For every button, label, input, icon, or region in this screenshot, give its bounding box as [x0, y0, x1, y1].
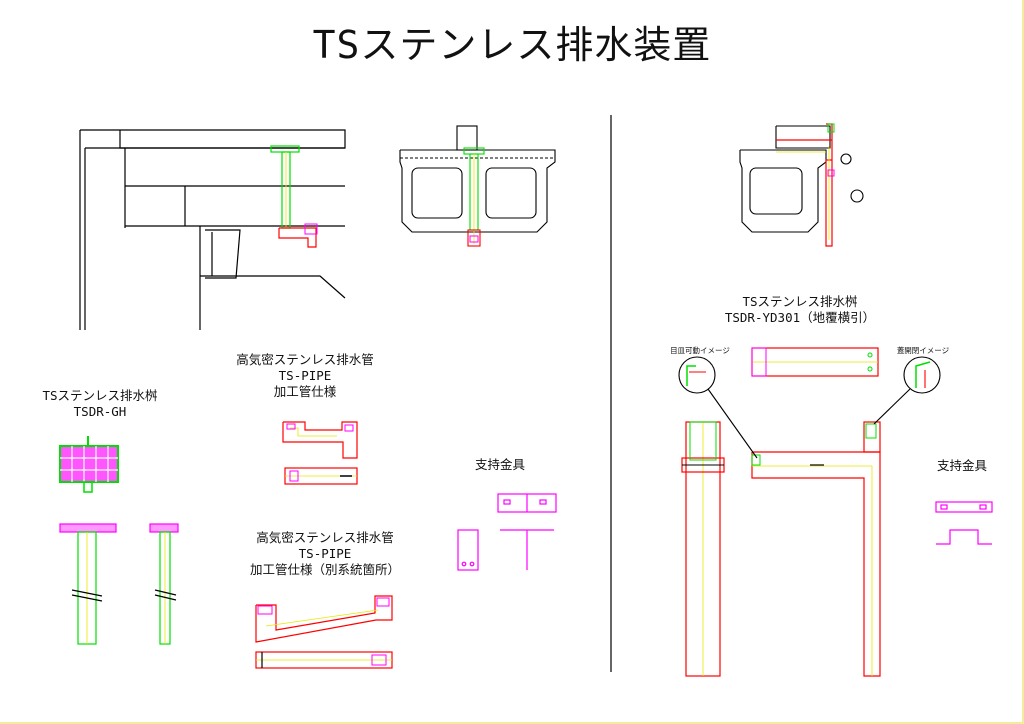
basin-yd-label: TSステンレス排水桝 TSDR-YD301（地覆横引） — [715, 294, 885, 326]
box-girder-pipe — [463, 147, 485, 247]
basin-gh-section-b — [149, 523, 179, 645]
yd301-side-view — [681, 421, 725, 677]
bracket-left — [457, 493, 557, 571]
pipe-spec-alt-line2: TS-PIPE — [298, 546, 352, 561]
pipe-spec-line2: TS-PIPE — [278, 368, 332, 383]
bridge-section-elevation — [79, 129, 346, 330]
page-title: TSステンレス排水装置 — [312, 23, 712, 67]
pipe-spec-alt-label: 高気密ステンレス排水管 TS-PIPE 加工管仕様（別系統箇所） — [225, 530, 425, 578]
pipe-spec-alt-line3: 加工管仕様（別系統箇所） — [249, 562, 400, 577]
basin-gh-model: TSDR-GH — [73, 404, 127, 419]
pipe-spec-alt-elevation — [255, 595, 393, 643]
bracket-right-label: 支持金具 — [936, 458, 987, 473]
ts-basin-drain-top — [776, 123, 835, 247]
basin-gh-name: TSステンレス排水桝 — [42, 388, 158, 403]
pipe-spec-alt-plan — [255, 651, 393, 669]
yd301-plan — [751, 347, 879, 377]
bracket-left-label: 支持金具 — [474, 457, 525, 472]
basin-gh-section-a — [59, 523, 117, 645]
callout-lid-label: 蓋開閉イメージ — [896, 346, 950, 355]
pipe-spec-elevation — [282, 421, 358, 459]
pipe-spec-alt-line1: 高気密ステンレス排水管 — [256, 530, 394, 545]
callout-movable — [678, 356, 758, 459]
pipe-spec-line1: 高気密ステンレス排水管 — [236, 352, 374, 367]
drain-pipe-elevation — [270, 145, 318, 248]
basin-yd-model: TSDR-YD301（地覆横引） — [724, 310, 876, 325]
basin-gh-plan — [59, 436, 119, 493]
basin-gh-label: TSステンレス排水桝 TSDR-GH — [40, 388, 160, 420]
callout-movable-label: 目皿可動イメージ — [670, 346, 730, 355]
pipe-spec-line3: 加工管仕様 — [273, 384, 337, 399]
basin-yd-name: TSステンレス排水桝 — [742, 294, 858, 309]
yd301-elevation — [751, 421, 881, 677]
callout-lid — [873, 356, 941, 425]
bracket-right — [935, 501, 993, 545]
pipe-spec-plan — [284, 467, 358, 485]
pipe-spec-label: 高気密ステンレス排水管 TS-PIPE 加工管仕様 — [225, 352, 385, 400]
ts-basin-section-top — [739, 125, 864, 233]
